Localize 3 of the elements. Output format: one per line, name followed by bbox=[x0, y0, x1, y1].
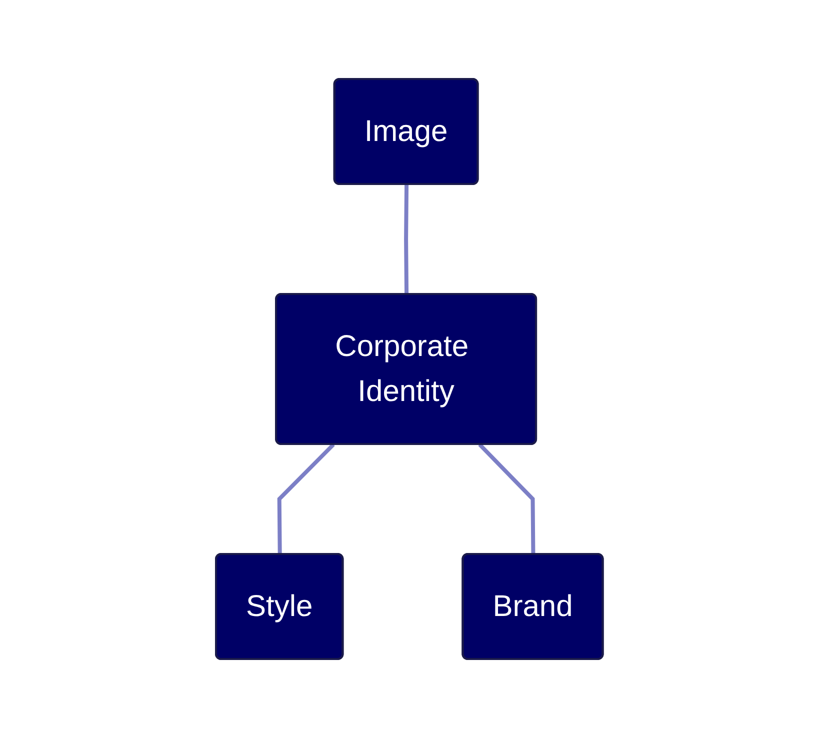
connector bbox=[478, 442, 536, 554]
connector bbox=[404, 184, 409, 294]
connector bbox=[277, 442, 335, 554]
